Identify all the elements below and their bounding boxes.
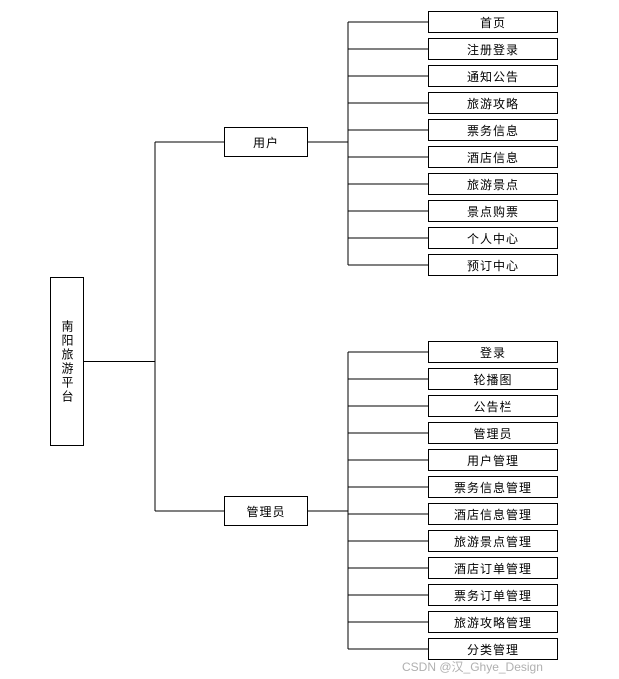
admin-leaf: 公告栏 (428, 395, 558, 417)
user-leaf: 票务信息 (428, 119, 558, 141)
user-leaf: 预订中心 (428, 254, 558, 276)
admin-leaf-label: 票务信息管理 (453, 480, 532, 495)
root-node: 南阳旅游平台 (50, 277, 84, 446)
admin-leaf: 票务订单管理 (428, 584, 558, 606)
user-leaf: 首页 (428, 11, 558, 33)
user-leaf-label: 景点购票 (466, 204, 519, 219)
admin-leaf: 用户管理 (428, 449, 558, 471)
admin-leaf: 酒店订单管理 (428, 557, 558, 579)
admin-leaf-label: 用户管理 (466, 453, 519, 468)
admin-leaf-label: 酒店订单管理 (453, 561, 532, 576)
user-leaf: 注册登录 (428, 38, 558, 60)
user-leaf-label: 个人中心 (466, 231, 519, 246)
admin-leaf: 分类管理 (428, 638, 558, 660)
admin-leaf: 酒店信息管理 (428, 503, 558, 525)
admin-leaf: 旅游攻略管理 (428, 611, 558, 633)
admin-leaf-label: 轮播图 (473, 372, 513, 387)
admin-leaf: 旅游景点管理 (428, 530, 558, 552)
user-leaf: 酒店信息 (428, 146, 558, 168)
branch-node-admin: 管理员 (224, 496, 308, 526)
user-leaf: 景点购票 (428, 200, 558, 222)
user-leaf: 个人中心 (428, 227, 558, 249)
branch-node-user-label: 用户 (252, 135, 279, 150)
admin-leaf-label: 酒店信息管理 (453, 507, 532, 522)
admin-leaf: 票务信息管理 (428, 476, 558, 498)
user-leaf-label: 通知公告 (466, 69, 519, 84)
admin-leaf-label: 分类管理 (466, 642, 519, 657)
user-leaf-label: 首页 (479, 15, 506, 30)
user-leaf-label: 预订中心 (466, 258, 519, 273)
user-leaf-label: 票务信息 (466, 123, 519, 138)
admin-leaf-label: 旅游攻略管理 (453, 615, 532, 630)
watermark-text: CSDN @汉_Ghye_Design (402, 660, 543, 674)
user-leaf: 旅游景点 (428, 173, 558, 195)
admin-leaf-label: 登录 (479, 345, 506, 360)
user-leaf: 通知公告 (428, 65, 558, 87)
admin-leaf-label: 公告栏 (473, 399, 513, 414)
admin-leaf: 管理员 (428, 422, 558, 444)
user-leaf-label: 旅游景点 (466, 177, 519, 192)
branch-node-admin-label: 管理员 (246, 504, 286, 519)
admin-leaf-label: 旅游景点管理 (453, 534, 532, 549)
admin-leaf-label: 管理员 (473, 426, 513, 441)
user-leaf-label: 注册登录 (466, 42, 519, 57)
user-leaf-label: 旅游攻略 (466, 96, 519, 111)
user-leaf-label: 酒店信息 (466, 150, 519, 165)
branch-node-user: 用户 (224, 127, 308, 157)
root-node-label: 南阳旅游平台 (60, 319, 74, 404)
admin-leaf: 登录 (428, 341, 558, 363)
admin-leaf: 轮播图 (428, 368, 558, 390)
user-leaf: 旅游攻略 (428, 92, 558, 114)
admin-leaf-label: 票务订单管理 (453, 588, 532, 603)
